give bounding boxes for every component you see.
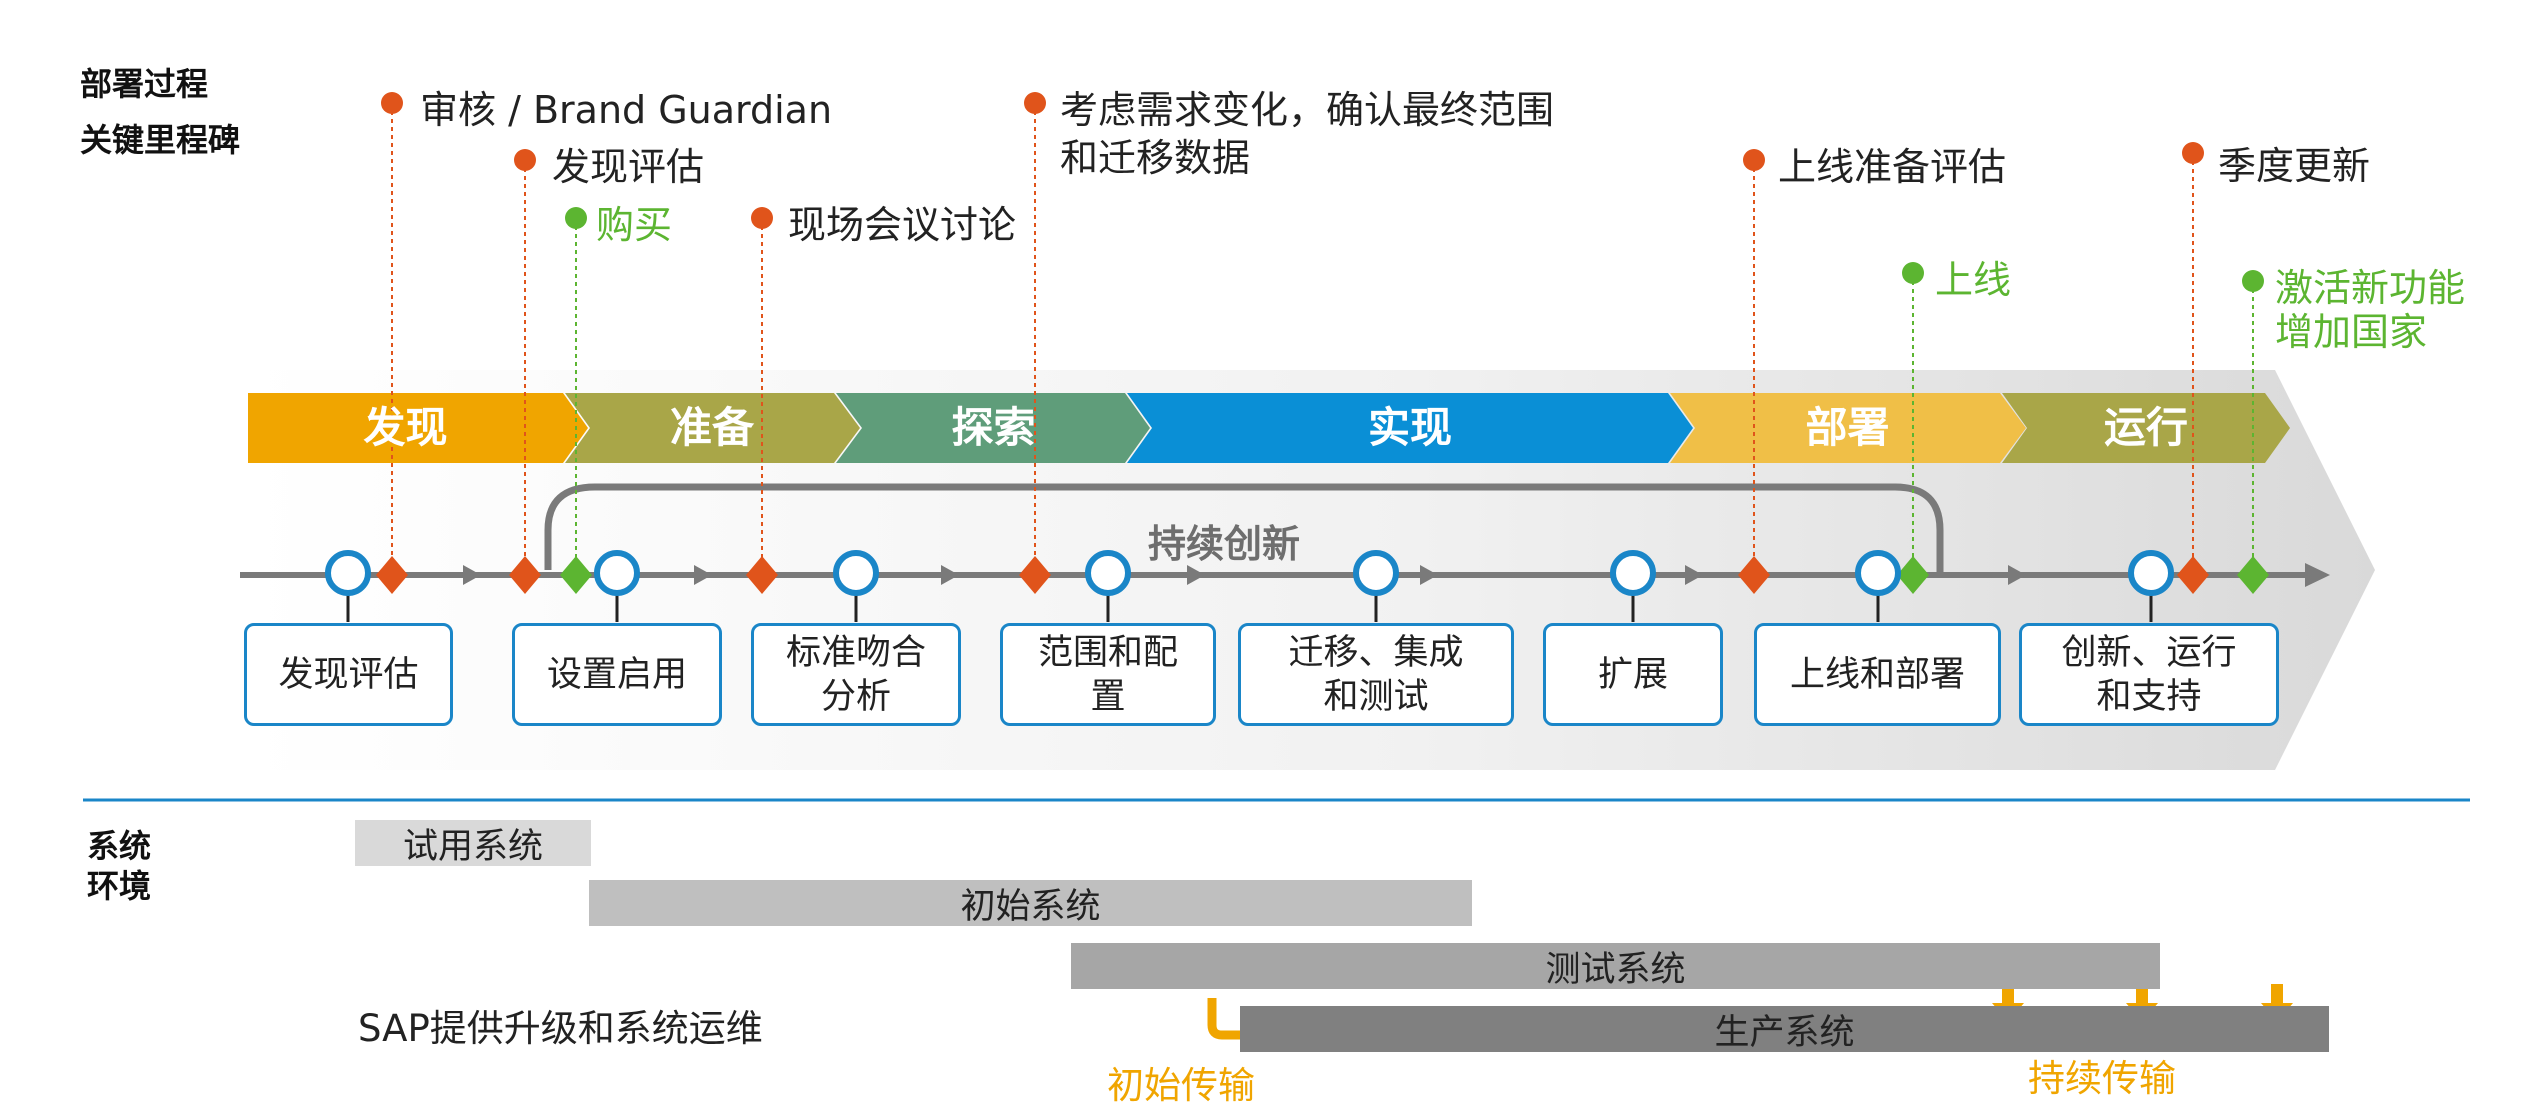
activity-text: 扩展 [1597,654,1668,695]
activity-pins [325,550,2174,622]
activity-box-scope-config: 范围和配置 [1000,623,1216,726]
milestone-dot [2182,142,2204,164]
initial-system-bar: 初始系统 [589,880,1472,927]
innovation-loop [544,483,1944,575]
milestone-add-country-label: 增加国家 [2275,310,2428,354]
milestone-diamond [376,556,408,594]
milestone-diamond [2237,556,2269,594]
milestone-diamonds [376,556,2269,594]
activity-box-setup: 设置启用 [512,623,722,726]
activity-box-extension: 扩展 [1543,623,1723,726]
initial-transport-label: 初始传输 [1107,1064,1255,1107]
phase-label-run: 运行 [2103,403,2188,452]
deploy-process-label: 部署过程 [80,65,209,103]
activity-text: 分析 [820,676,891,717]
pin-circle [833,550,879,596]
phase-label-realize: 实现 [1367,403,1452,452]
milestone-diamond [1019,556,1051,594]
pin-circle [1855,550,1901,596]
activity-text: 设置启用 [546,654,687,695]
milestone-dot [1024,92,1046,114]
milestone-onsite-meeting-label: 现场会议讨论 [788,203,1017,247]
milestone-leader-lines [391,103,2254,574]
milestone-discovery-assessment-label: 发现评估 [552,145,705,189]
milestone-dot [1743,149,1765,171]
activity-text: 上线和部署 [1789,654,1965,695]
milestone-scope-confirm-label-2: 和迁移数据 [1060,136,1251,180]
milestone-diamond [746,556,778,594]
milestone-activate-features-label: 激活新功能 [2275,266,2466,310]
milestone-golive-readiness-label: 上线准备评估 [1778,145,2007,189]
pin-circle [2128,550,2174,596]
timeline-arrows [463,565,2026,585]
activity-text: 迁移、集成 [1288,632,1464,673]
test-system-bar: 测试系统 [1071,943,2160,990]
milestone-diamond [2177,556,2209,594]
phase-label-discover: 发现 [363,403,448,452]
activity-box-migration-testing: 迁移、集成和测试 [1238,623,1514,726]
milestone-dot [565,207,587,229]
milestone-dot [381,92,403,114]
milestone-diamond [560,556,592,594]
phase-label-explore: 探索 [951,403,1036,452]
phase-chevron-explore [836,393,1150,463]
activity-box-innovate-run: 创新、运行和支持 [2019,623,2279,726]
system-env-label-2: 环境 [87,867,152,905]
continuous-transport-label: 持续传输 [2028,1057,2176,1100]
activity-box-fit-analysis: 标准吻合分析 [751,623,961,726]
milestone-diamond [509,556,541,594]
milestone-diamond [1897,556,1929,594]
milestone-dot [2242,270,2264,292]
activity-box-discovery-assessment: 发现评估 [244,623,453,726]
activity-text: 创新、运行 [2061,632,2237,673]
phase-chevron-prepare [565,393,860,463]
pin-circle [1085,550,1131,596]
sap-operations-label: SAP提供升级和系统运维 [358,1007,763,1050]
phase-chevron-run [2002,393,2290,463]
milestone-purchase-label: 购买 [596,203,673,247]
activity-text: 和支持 [2096,676,2202,717]
milestone-dot [751,207,773,229]
activity-box-golive-deploy: 上线和部署 [1754,623,2001,726]
phase-chevron-realize [1127,393,1693,463]
system-env-label: 系统 [87,827,152,865]
phase-chevron-deploy [1670,393,2026,463]
activity-text: 和测试 [1323,676,1429,717]
activity-text: 标准吻合 [785,632,926,673]
continuous-innovation-label: 持续创新 [1148,522,1301,566]
initial-transport-arrow [1207,998,1250,1040]
phase-label-prepare: 准备 [669,403,754,452]
activity-text: 范围和配 [1037,632,1178,673]
timeline-arrowhead [2305,563,2330,587]
pin-circle [1353,550,1399,596]
milestone-review-label: 审核 / Brand Guardian [420,88,833,132]
milestone-diamond [1738,556,1770,594]
phase-chevron-discover [248,393,588,463]
milestone-dot [514,149,536,171]
milestone-golive-label: 上线 [1935,258,2012,302]
pin-circle [1610,550,1656,596]
pin-circle [325,550,371,596]
milestone-dot [1902,262,1924,284]
milestone-dots [381,92,2264,292]
trial-system-bar: 试用系统 [355,820,591,867]
production-system-bar: 生产系统 [1240,1006,2329,1053]
phase-label-deploy: 部署 [1805,403,1890,452]
key-milestones-label: 关键里程碑 [80,121,241,159]
activity-text: 置 [1090,676,1126,717]
milestone-quarterly-update-label: 季度更新 [2218,144,2371,188]
pin-circle [594,550,640,596]
milestone-scope-confirm-label: 考虑需求变化，确认最终范围 [1060,88,1555,132]
phase-chevrons [248,393,2290,463]
activity-text: 发现评估 [278,654,419,695]
